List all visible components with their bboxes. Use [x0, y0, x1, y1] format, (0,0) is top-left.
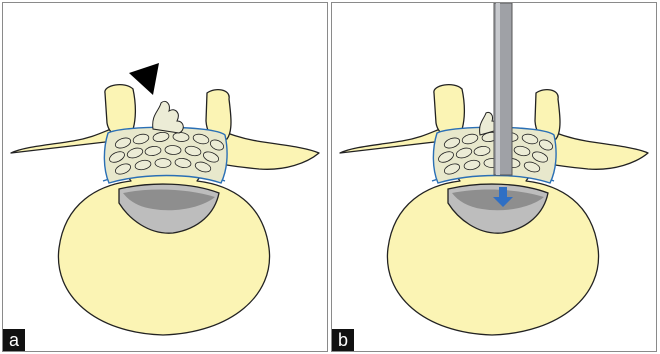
protruding-graft — [153, 101, 184, 133]
bone-graft-a — [104, 127, 227, 183]
vertebra-diagram-a — [3, 3, 327, 351]
vertebra-diagram-b — [332, 3, 656, 351]
panel-b: b — [331, 2, 657, 352]
panel-a: a — [2, 2, 328, 352]
panel-label-b: b — [332, 329, 354, 351]
panel-label-a: a — [3, 329, 25, 351]
